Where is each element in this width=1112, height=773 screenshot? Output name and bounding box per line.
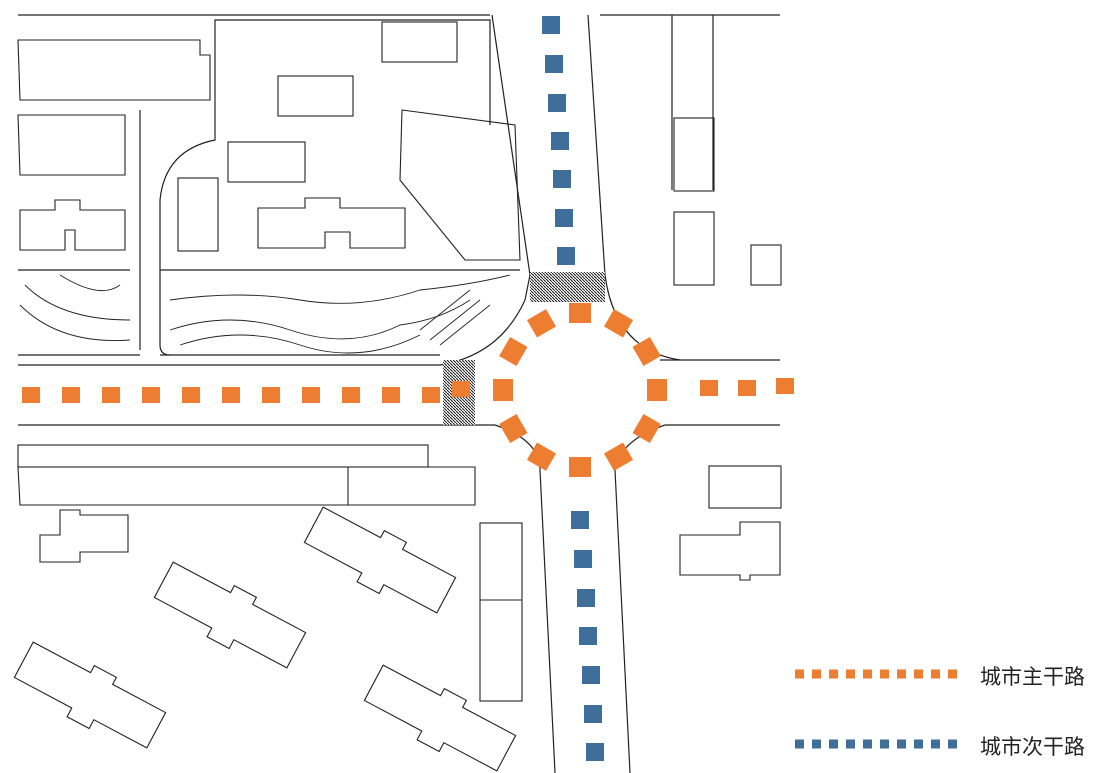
building-east-3	[750, 244, 782, 286]
secondary-road-dots	[542, 16, 604, 761]
roundabout-dot-6	[603, 442, 634, 471]
roundabout-dot-12	[526, 309, 557, 338]
roundabout-dot-10	[493, 379, 513, 401]
buildings	[13, 21, 782, 772]
primary-dot-w11	[422, 387, 440, 403]
roundabout-dot-7	[569, 457, 591, 477]
park-west-path-2	[19, 304, 131, 341]
building-sw-1	[39, 509, 129, 563]
secondary-dot-n5	[553, 170, 571, 188]
roundabout-dot-2	[603, 309, 634, 338]
primary-dot-e2	[738, 380, 756, 396]
park-west-path-1	[24, 284, 131, 321]
primary-dot-w5	[182, 387, 200, 403]
building-nw-3	[19, 199, 126, 251]
campus-outline	[159, 19, 491, 201]
building-campus-6	[399, 109, 521, 261]
north-road-east-edge	[587, 14, 606, 276]
park-paths	[19, 274, 511, 354]
primary-dot-w1	[22, 387, 40, 403]
secondary-dot-s7	[586, 743, 604, 761]
roundabout	[493, 303, 667, 477]
primary-dot-w9	[342, 387, 360, 403]
crosswalk-north	[530, 272, 605, 302]
primary-road-dots	[22, 378, 794, 403]
building-campus-5	[257, 197, 406, 249]
legend-label-secondary: 城市次干路	[980, 735, 1085, 759]
building-sw-strip-1	[17, 444, 429, 468]
primary-dot-e3	[776, 378, 794, 394]
building-sw-strip-2	[17, 466, 476, 506]
legend-swatch-primary	[795, 669, 960, 679]
secondary-dot-n3	[548, 94, 566, 112]
park-path-3	[179, 334, 421, 354]
secondary-dot-n2	[545, 55, 563, 73]
roundabout-dot-11	[499, 336, 528, 367]
building-east-1	[673, 117, 715, 192]
primary-dot-w6	[222, 387, 240, 403]
secondary-dot-s1	[571, 511, 589, 529]
roundabout-dot-9	[499, 413, 528, 444]
secondary-dot-s6	[584, 705, 602, 723]
park-path-1	[169, 274, 511, 304]
south-road-west-edge	[539, 469, 556, 773]
building-s-3	[153, 561, 307, 669]
primary-dot-w4	[142, 387, 160, 403]
roundabout-dot-8	[526, 442, 557, 471]
secondary-dot-s5	[582, 666, 600, 684]
park-west-edge	[159, 200, 171, 356]
building-s-5	[363, 664, 517, 772]
legend-label-primary: 城市主干路	[980, 665, 1085, 689]
roundabout-dot-5	[632, 413, 661, 444]
north-road-west-edge	[491, 14, 531, 276]
primary-dot-w7	[262, 387, 280, 403]
building-nw-2	[17, 114, 126, 176]
roundabout-dot-1	[569, 303, 591, 323]
secondary-dot-s3	[577, 589, 595, 607]
building-campus-1	[381, 21, 458, 63]
building-s-1	[479, 522, 523, 702]
secondary-dot-s4	[579, 627, 597, 645]
primary-dot-w3	[102, 387, 120, 403]
secondary-dot-s2	[574, 550, 592, 568]
building-campus-2	[277, 75, 354, 117]
building-se-2	[679, 521, 781, 581]
building-s-4	[13, 641, 167, 749]
primary-dot-w10	[382, 387, 400, 403]
primary-dot-w8	[302, 387, 320, 403]
secondary-dot-n7	[557, 247, 575, 265]
primary-dot-e1	[700, 380, 718, 396]
building-east-2	[673, 211, 715, 286]
secondary-dot-n6	[555, 209, 573, 227]
park-west-path-3	[59, 274, 121, 292]
building-campus-4	[177, 177, 219, 252]
legend-swatch-secondary	[795, 739, 960, 749]
secondary-dot-n1	[542, 16, 560, 34]
primary-dot-w2	[62, 387, 80, 403]
roundabout-dot-4	[647, 379, 667, 401]
curb-ne	[604, 274, 681, 361]
park-path-2	[169, 299, 471, 340]
building-se-1	[708, 465, 782, 509]
primary-dot-w12	[452, 381, 470, 397]
building-campus-3	[227, 141, 306, 183]
south-road-east-edge	[614, 469, 631, 773]
building-s-2	[303, 506, 457, 614]
secondary-dot-n4	[551, 132, 569, 150]
roundabout-dot-3	[632, 336, 661, 367]
building-nw-1	[17, 39, 211, 101]
park-path-4	[419, 289, 491, 346]
